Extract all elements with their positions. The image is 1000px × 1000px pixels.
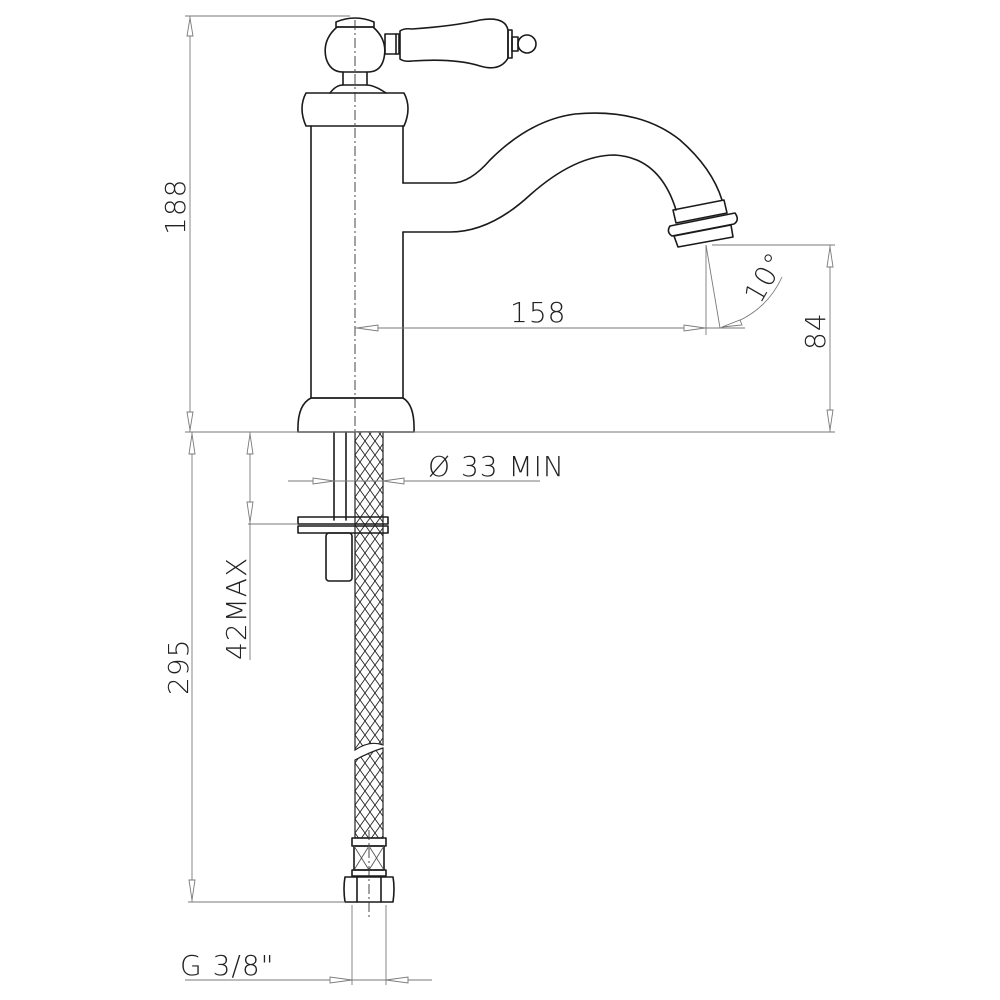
connection-nut <box>343 876 395 903</box>
braided-hose-upper <box>354 431 384 752</box>
dim-outlet-height: 84 <box>799 312 832 350</box>
dim-connection-thread: G 3/8" <box>180 949 275 982</box>
washer-1 <box>297 516 389 525</box>
spout-lower <box>402 154 677 233</box>
braided-hose-lower <box>354 747 384 839</box>
faucet-body <box>297 17 739 640</box>
dim-hose-length: 295 <box>162 639 195 695</box>
lever-shank <box>384 33 400 55</box>
dim-max-deck-thickness: 42MAX <box>220 557 253 660</box>
fixing-nut <box>325 532 353 582</box>
lever-handle <box>399 18 509 69</box>
lever-knob <box>517 34 537 54</box>
dim-total-height: 188 <box>159 179 192 235</box>
spout-upper <box>402 112 723 201</box>
dimension-lines <box>185 15 835 985</box>
dim-hole-diameter: Ø 33 MIN <box>428 450 565 483</box>
aerator <box>667 199 739 248</box>
top-cap <box>335 17 375 28</box>
upper-collar <box>301 92 409 127</box>
under-deck-parts <box>297 431 395 918</box>
base-flange <box>297 397 415 433</box>
dim-spout-reach: 158 <box>510 296 566 329</box>
dim-spout-angle: 10° <box>737 246 792 308</box>
